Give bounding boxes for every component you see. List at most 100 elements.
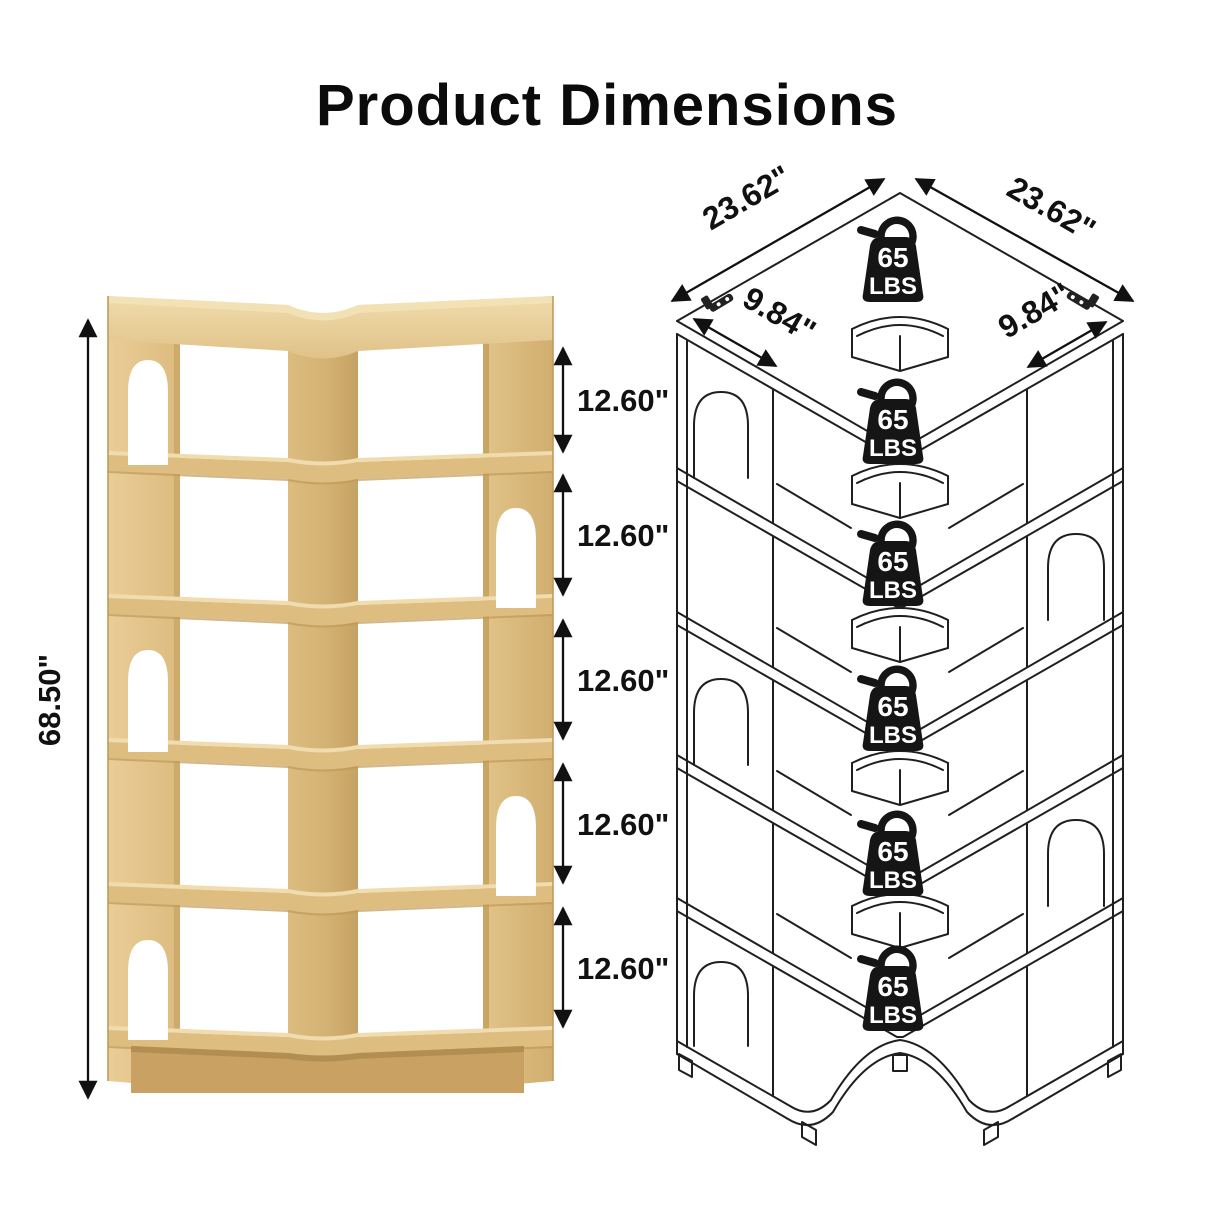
wireframe-line — [856, 758, 944, 771]
page-title: Product Dimensions — [316, 73, 898, 138]
load-value: 65 — [877, 546, 908, 577]
anti-tip-bracket-icon — [701, 293, 734, 312]
wireframe-line — [851, 607, 949, 621]
bookshelf-illustration — [107, 296, 554, 1093]
wireframe-line — [856, 901, 944, 914]
wireframe-line — [776, 913, 852, 959]
width-label: 23.62" — [696, 158, 796, 237]
wireframe-line — [983, 1121, 999, 1146]
tier-label: 12.60" — [577, 518, 669, 553]
wireframe-line — [851, 619, 949, 663]
wireframe-line — [801, 1121, 817, 1146]
load-badge: 65 LBS — [861, 524, 923, 606]
shelf-board — [108, 886, 553, 914]
load-badge: 65 LBS — [861, 949, 923, 1031]
shelf-board — [108, 451, 553, 466]
depth-arrow — [692, 318, 778, 367]
load-badge: 65 LBS — [861, 669, 923, 751]
load-unit: LBS — [869, 722, 917, 749]
wireframe-line — [1047, 533, 1105, 621]
arch-cutout — [128, 360, 168, 465]
wireframe-line — [1107, 1053, 1122, 1078]
wireframe-line — [892, 1054, 908, 1072]
tier-dimensions: 12.60" 12.60" 12.60" 12.60" 12.60" — [553, 346, 669, 1029]
load-unit: LBS — [869, 1002, 917, 1029]
wireframe-line — [851, 475, 949, 519]
load-value: 65 — [877, 836, 908, 867]
height-label: 68.50" — [32, 654, 67, 746]
wireframe-line — [776, 770, 852, 816]
wireframe-line — [856, 615, 944, 628]
width-dimension-right: 23.62" — [914, 169, 1135, 303]
plinth-base — [131, 1046, 524, 1093]
wireframe-line — [851, 463, 949, 477]
height-dimension: 68.50" — [32, 318, 98, 1100]
width-arrow — [670, 178, 886, 302]
shelf-shadow — [107, 614, 554, 628]
wireframe-line — [948, 627, 1024, 673]
wireframe-line — [676, 1039, 1124, 1113]
tier-label: 12.60" — [577, 663, 669, 698]
load-badge: 65 LBS — [861, 220, 923, 302]
load-badge: 65 LBS — [861, 814, 923, 896]
wireframe-line — [851, 356, 949, 372]
load-badge: 65 LBS — [861, 382, 923, 464]
shelf-board — [108, 738, 553, 753]
shelf-board — [108, 1026, 553, 1041]
load-value: 65 — [877, 691, 908, 722]
top-board — [108, 296, 553, 359]
load-value: 65 — [877, 404, 908, 435]
top-board-highlight — [108, 296, 553, 321]
shelf-board — [108, 882, 553, 897]
wireframe-line — [851, 503, 949, 519]
wireframe-line — [776, 627, 852, 673]
wireframe-line — [948, 770, 1024, 816]
wireframe-line — [851, 328, 949, 372]
load-value: 65 — [877, 242, 908, 273]
wireframe-line — [676, 333, 1124, 1055]
shelf-shadow — [107, 471, 554, 485]
shelf-board — [108, 594, 553, 609]
wireframe-line — [1047, 819, 1105, 907]
wireframe-line — [693, 391, 749, 479]
arch-cutout — [496, 508, 536, 608]
wireframe-line — [856, 471, 944, 484]
wireframe-line — [693, 961, 749, 1047]
arch-cutout — [128, 650, 168, 752]
depth-arrow — [1026, 321, 1108, 368]
right-figure: 23.62" 23.62" 9.84" 9.84" — [670, 158, 1135, 1146]
left-figure: 68.50" 12.60" 12.60" 12.60" 12.60" 12.60… — [32, 296, 669, 1100]
tier-label: 12.60" — [577, 807, 669, 842]
arch-cutout — [496, 796, 536, 896]
wireframe-line — [856, 324, 944, 337]
wireframe-line — [676, 1052, 1124, 1127]
load-unit: LBS — [869, 273, 917, 300]
wireframe-line — [948, 913, 1024, 959]
depth-dimension-left: 9.84" — [692, 280, 822, 367]
wireframe-line — [851, 316, 949, 330]
shelf-shadow — [107, 902, 554, 916]
corner-column — [288, 313, 358, 1062]
tier-label: 12.60" — [577, 383, 669, 418]
shelf-board — [108, 598, 553, 626]
wireframe-line — [851, 750, 949, 764]
arch-cutout — [128, 940, 168, 1040]
wireframe-line — [851, 905, 949, 949]
shelf-board — [108, 455, 553, 483]
load-unit: LBS — [869, 435, 917, 462]
wireframe-line — [851, 790, 949, 806]
wireframe-line — [678, 1053, 693, 1078]
depth-label: 9.84" — [737, 280, 822, 350]
right-side-panel — [483, 296, 553, 1087]
wireframe-line — [948, 483, 1024, 529]
wireframe-line — [776, 483, 852, 529]
width-dimension-left: 23.62" — [670, 158, 886, 302]
load-value: 65 — [877, 971, 908, 1002]
load-unit: LBS — [869, 577, 917, 604]
width-arrow — [914, 177, 1135, 303]
tier-label: 12.60" — [577, 951, 669, 986]
right-panel-edge-shade — [483, 301, 489, 1087]
left-panel-edge-shade — [174, 301, 180, 1087]
